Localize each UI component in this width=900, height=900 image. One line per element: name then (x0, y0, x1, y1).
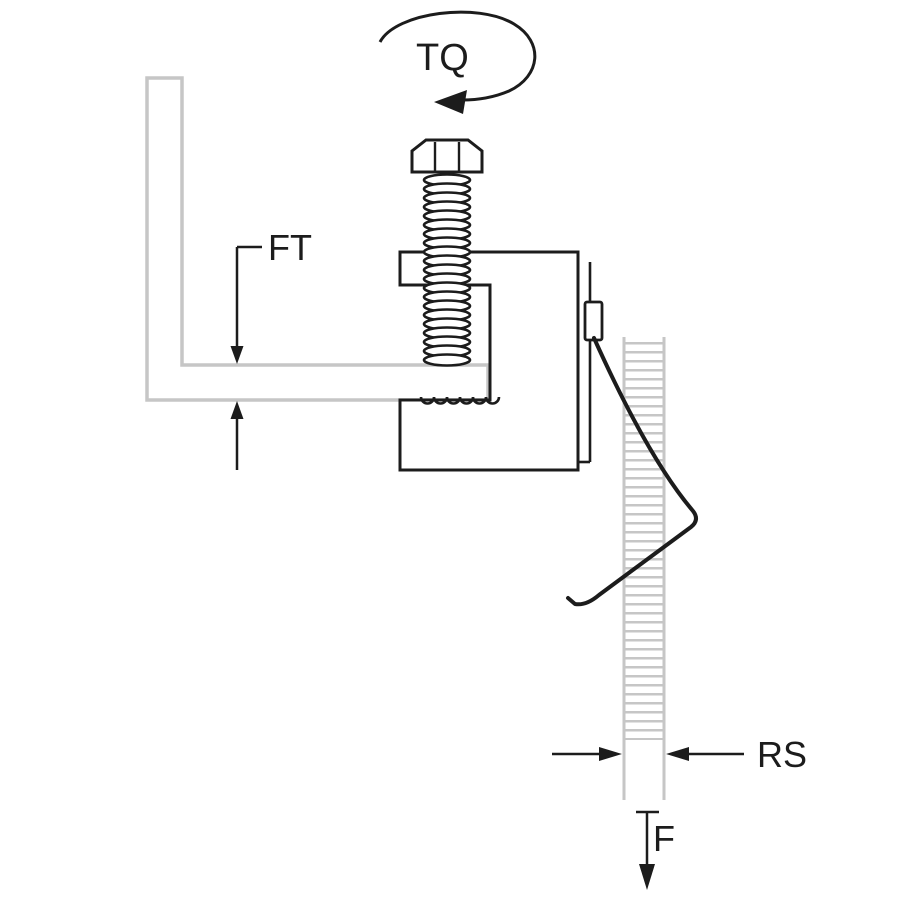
screw-thread (422, 173, 472, 367)
ft-dimension: FT (230, 227, 312, 470)
spring-clip (566, 336, 698, 607)
spring-clip-wire (566, 336, 698, 607)
ft-lower-arrowhead-icon (230, 401, 244, 419)
bolt-head-outline (410, 138, 484, 174)
thread-coil (422, 353, 472, 367)
flange-outline (145, 76, 490, 402)
force-annotation: F (636, 810, 675, 890)
torque-screw (410, 138, 484, 367)
clip-anchor-tab (583, 300, 604, 342)
rs-label: RS (757, 734, 807, 775)
rs-left-arrowhead-icon (599, 747, 622, 761)
force-label: F (653, 818, 675, 859)
ft-upper-arrowhead-icon (230, 346, 244, 364)
hex-bolt-head (410, 138, 484, 174)
torque-label: TQ (416, 37, 469, 79)
torque-rotation-arc (378, 10, 537, 102)
jaw-serrations (419, 396, 501, 405)
rs-dimension: RS (552, 734, 807, 775)
beam-flange (145, 76, 490, 402)
torque-annotation: TQ (378, 10, 537, 114)
ft-label: FT (268, 227, 312, 268)
force-arrowhead-icon (639, 864, 655, 890)
rs-right-arrowhead-icon (666, 747, 689, 761)
threaded-rod (622, 337, 666, 800)
torque-arrowhead-icon (434, 90, 467, 114)
